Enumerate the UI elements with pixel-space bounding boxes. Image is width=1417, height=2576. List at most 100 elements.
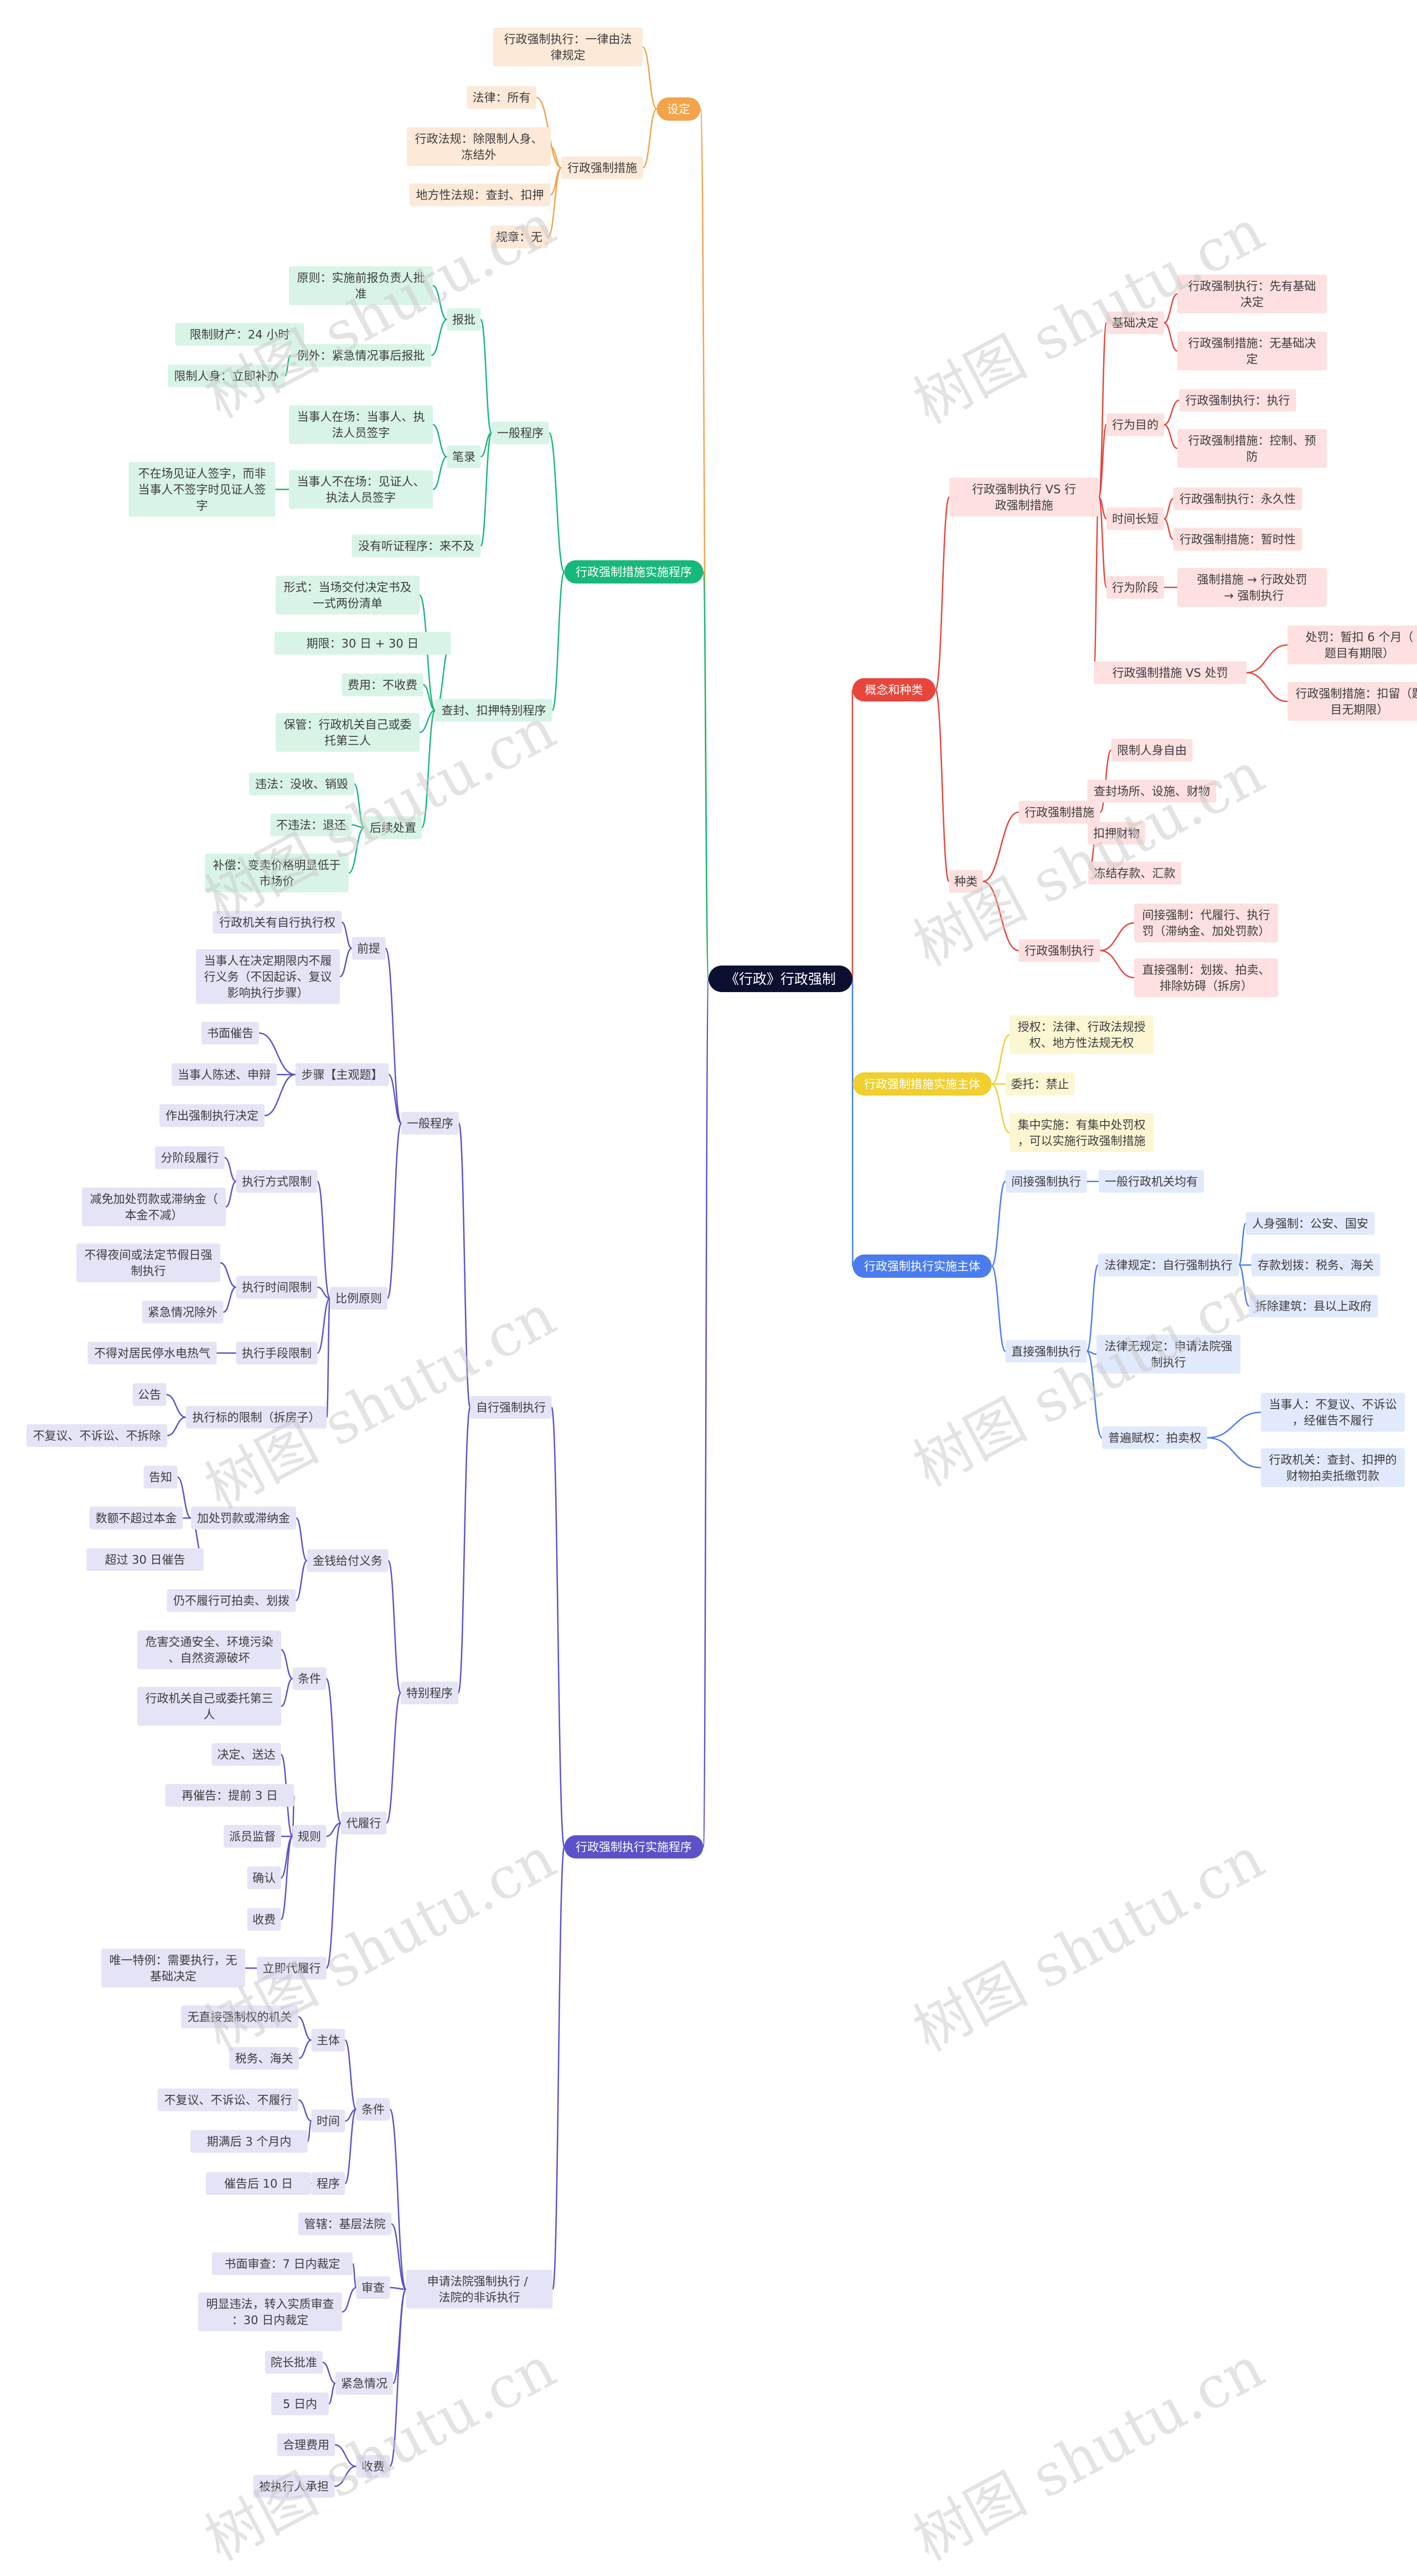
node-epPrC[interactable]: 条件	[293, 1668, 327, 1690]
node-basisB[interactable]: 行政强制措施：无基础决定	[1177, 332, 1327, 370]
node-epPrC1[interactable]: 危害交通安全、环境污染、自然资源破坏	[137, 1630, 281, 1669]
node-epCtU1[interactable]: 院长批准	[265, 2351, 323, 2374]
node-vs2A[interactable]: 处罚：暂扣 6 个月（题目有期限）	[1287, 626, 1417, 664]
node-mpRecA1[interactable]: 不在场见证人签字，而非当事人不签字时见证人签字	[129, 462, 276, 517]
node-basis[interactable]: 基础决定	[1106, 312, 1164, 334]
node-epPrI[interactable]: 立即代履行	[257, 1957, 327, 1980]
node-epRatG2[interactable]: 不复议、不诉讼、不拆除	[27, 1424, 168, 1447]
node-setupM3[interactable]: 地方性法规：查封、扣押	[410, 184, 551, 207]
node-mpRepE[interactable]: 例外：紧急情况事后报批	[291, 344, 432, 367]
node-tM3[interactable]: 扣押财物	[1088, 822, 1145, 845]
node-stageA[interactable]: 强制措施 → 行政处罚 → 强制执行	[1177, 568, 1327, 607]
node-epGen[interactable]: 一般程序	[401, 1112, 459, 1135]
node-epRatM2[interactable]: 减免加处罚款或滞纳金（本金不减）	[82, 1188, 226, 1226]
node-mpRec[interactable]: 笔录	[447, 446, 481, 468]
node-mpSp4[interactable]: 保管：行政机关自己或委托第三人	[276, 713, 420, 752]
node-epCtR2[interactable]: 明显违法，转入实质审查：30 日内裁定	[198, 2293, 342, 2331]
node-epPrR4[interactable]: 确认	[247, 1867, 281, 1890]
node-epMonA[interactable]: 仍不履行可拍卖、划拨	[167, 1589, 296, 1612]
node-esGen[interactable]: 普遍赋权：拍卖权	[1102, 1427, 1207, 1449]
node-epFine2[interactable]: 数额不超过本金	[90, 1507, 183, 1530]
node-epRatM[interactable]: 执行方式限制	[236, 1170, 318, 1193]
node-mpRep[interactable]: 报批	[447, 308, 481, 331]
node-ms2[interactable]: 委托：禁止	[1005, 1073, 1075, 1096]
node-epCtS2[interactable]: 税务、海关	[229, 2047, 299, 2070]
node-epRatT[interactable]: 执行时间限制	[236, 1276, 318, 1299]
node-durationA[interactable]: 行政强制执行：永久性	[1173, 488, 1302, 510]
node-epCtS[interactable]: 主体	[312, 2029, 345, 2052]
node-setupA[interactable]: 行政强制执行：一律由法律规定	[493, 28, 643, 66]
node-mpAft[interactable]: 后续处置	[364, 817, 422, 839]
node-setupM1[interactable]: 法律：所有	[467, 86, 536, 109]
node-types[interactable]: 种类	[949, 870, 983, 893]
node-epCtU[interactable]: 紧急情况	[335, 2372, 393, 2395]
node-esIndA[interactable]: 一般行政机关均有	[1099, 1170, 1204, 1193]
node-epCtC[interactable]: 条件	[356, 2098, 390, 2121]
node-tE2[interactable]: 直接强制：划拨、拍卖、排除妨碍（拆房）	[1134, 958, 1278, 997]
node-mpRecA[interactable]: 当事人不在场：见证人、执法人员签字	[289, 470, 433, 509]
node-mpAft3[interactable]: 补偿：变卖价格明显低于市场价	[205, 854, 349, 892]
node-epCtP[interactable]: 程序	[312, 2172, 345, 2195]
node-mp[interactable]: 行政强制措施实施程序	[565, 560, 704, 584]
node-concept[interactable]: 概念和种类	[852, 678, 935, 701]
node-mpRepP[interactable]: 原则：实施前报负责人批准	[289, 266, 433, 305]
node-mpRepE1[interactable]: 限制财产：24 小时	[175, 323, 304, 346]
node-mpSp3[interactable]: 费用：不收费	[342, 674, 423, 696]
node-mpGen[interactable]: 一般程序	[492, 422, 549, 445]
node-epStep3[interactable]: 作出强制执行决定	[159, 1104, 265, 1127]
node-mpHear[interactable]: 没有听证程序：来不及	[352, 535, 481, 557]
node-esLaw3[interactable]: 拆除建筑：县以上政府	[1249, 1295, 1378, 1318]
node-epCtT2[interactable]: 期满后 3 个月内	[190, 2130, 308, 2153]
node-vs2B[interactable]: 行政强制措施：扣留（题目无期限）	[1287, 682, 1417, 721]
node-epCtJ[interactable]: 管辖：基层法院	[298, 2213, 392, 2236]
node-esGen1[interactable]: 当事人：不复议、不诉讼，经催告不履行	[1261, 1393, 1405, 1432]
node-setupM[interactable]: 行政强制措施	[562, 157, 643, 179]
node-epPre[interactable]: 前提	[352, 937, 386, 960]
node-setup[interactable]: 设定	[657, 97, 701, 121]
node-epStep2[interactable]: 当事人陈述、申辩	[172, 1064, 277, 1086]
node-esNoLaw[interactable]: 法律无规定：申请法院强制执行	[1097, 1335, 1240, 1374]
node-epPrx[interactable]: 代履行	[341, 1812, 387, 1835]
node-basisA[interactable]: 行政强制执行：先有基础决定	[1177, 275, 1327, 313]
node-epSpc[interactable]: 特别程序	[401, 1682, 458, 1705]
node-epStep[interactable]: 步骤【主观题】	[296, 1064, 389, 1086]
node-purposeA[interactable]: 行政强制执行：执行	[1179, 389, 1296, 412]
node-tE1[interactable]: 间接强制：代履行、执行罚（滞纳金、加处罚款）	[1134, 904, 1278, 942]
node-epCtR[interactable]: 审查	[356, 2276, 390, 2299]
node-epRatT2[interactable]: 紧急情况除外	[142, 1301, 224, 1324]
node-stage[interactable]: 行为阶段	[1106, 576, 1164, 599]
node-duration[interactable]: 时间长短	[1106, 508, 1164, 530]
node-durationB[interactable]: 行政强制措施：暂时性	[1173, 528, 1302, 551]
node-epPrR1[interactable]: 决定、送达	[211, 1743, 281, 1766]
node-epPrR3[interactable]: 派员监督	[224, 1825, 281, 1848]
node-tMeas[interactable]: 行政强制措施	[1019, 801, 1100, 824]
node-esInd[interactable]: 间接强制执行	[1006, 1170, 1087, 1193]
node-epCt[interactable]: 申请法院强制执行 / 法院的非诉执行	[406, 2270, 553, 2309]
node-epCtU2[interactable]: 5 日内	[271, 2393, 329, 2415]
node-setupM4[interactable]: 规章：无	[490, 226, 548, 249]
node-epCtT[interactable]: 时间	[312, 2110, 345, 2133]
node-tExec[interactable]: 行政强制执行	[1019, 939, 1100, 962]
node-epPrC2[interactable]: 行政机关自己或委托第三人	[137, 1687, 281, 1726]
node-epRatT1[interactable]: 不得夜间或法定节假日强制执行	[76, 1243, 220, 1282]
node-setupM2[interactable]: 行政法规：除限制人身、冻结外	[407, 127, 551, 166]
node-epRatN[interactable]: 执行手段限制	[236, 1342, 318, 1365]
node-esLaw2[interactable]: 存款划拨：税务、海关	[1251, 1254, 1380, 1277]
node-epPrI1[interactable]: 唯一特例：需要执行，无基础决定	[101, 1949, 245, 1988]
node-mpSp2[interactable]: 期限：30 日 + 30 日	[275, 632, 451, 655]
node-ep[interactable]: 行政强制执行实施程序	[565, 1835, 704, 1859]
node-epStep1[interactable]: 书面催告	[201, 1022, 259, 1045]
node-epCtT1[interactable]: 不复议、不诉讼、不履行	[158, 2089, 299, 2112]
node-mpAft2[interactable]: 不违法：退还	[271, 814, 352, 837]
node-vs2[interactable]: 行政强制措施 VS 处罚	[1094, 662, 1247, 684]
node-epCtF1[interactable]: 合理费用	[277, 2434, 335, 2456]
node-ms[interactable]: 行政强制措施实施主体	[853, 1072, 992, 1096]
node-epCtR1[interactable]: 书面审查：7 日内裁定	[212, 2253, 353, 2275]
node-tM4[interactable]: 冻结存款、汇款	[1088, 862, 1182, 885]
node-epCtP1[interactable]: 催告后 10 日	[206, 2172, 311, 2195]
node-esGen2[interactable]: 行政机关：查封、扣押的财物拍卖抵缴罚款	[1261, 1448, 1405, 1487]
node-purpose[interactable]: 行为目的	[1106, 414, 1164, 436]
node-ms1[interactable]: 授权：法律、行政法规授权、地方性法规无权	[1010, 1015, 1154, 1054]
node-ms3[interactable]: 集中实施：有集中处罚权，可以实施行政强制措施	[1010, 1113, 1154, 1152]
node-epPre2[interactable]: 当事人在决定期限内不履行义务（不因起诉、复议影响执行步骤）	[196, 949, 340, 1004]
